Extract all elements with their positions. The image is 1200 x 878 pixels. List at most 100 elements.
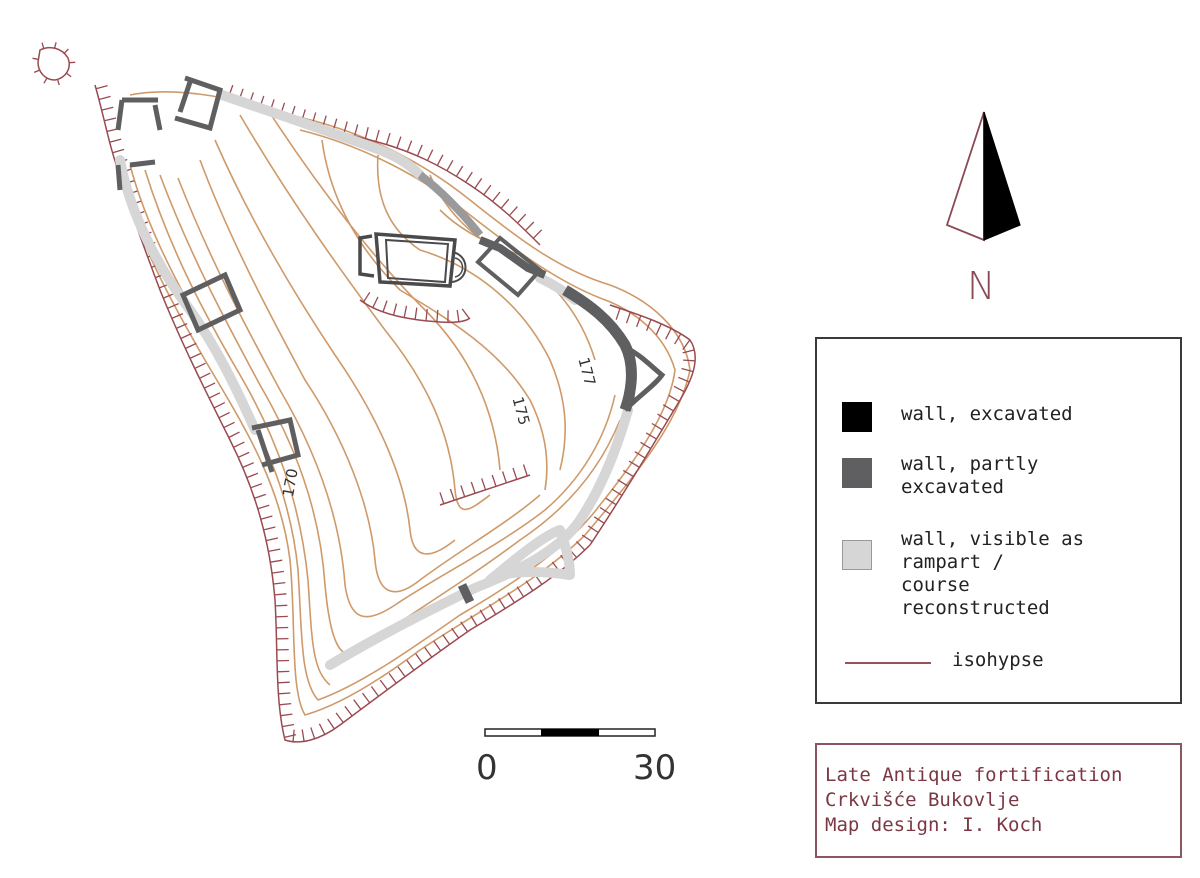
scale-bar [484,728,656,737]
hachure-tick [208,392,221,399]
hachure-tick [327,718,335,730]
hachure-tick [436,309,439,322]
hachure-tick [507,592,515,604]
hachure-tick [491,191,501,202]
hachure-tick [516,586,525,598]
wall-rampart [115,90,633,670]
contour-label-170: 170 [279,467,302,498]
legend-label-partly-excavated: wall, partly excavated [901,453,1039,498]
hachure-tick [651,422,663,431]
hachure-tick [199,372,211,379]
hachure-tick [361,692,371,704]
hachure-tick [460,485,466,498]
hachure-tick [611,488,623,496]
hachure-tick [176,323,188,329]
hachure-tick [98,95,111,101]
hachure-tick [581,534,593,543]
scale-label-start: 0 [476,748,498,788]
legend-swatch-isohypse [845,662,931,664]
hachure-tick [474,178,483,189]
hachure-tick [392,303,398,316]
hachure-tick [522,464,528,477]
hachure-tick [185,342,197,350]
church-ruin [358,232,467,288]
hachure-tick [53,42,57,49]
hachure-tick [682,349,695,354]
legend: wall, excavated wall, partly excavated w… [815,337,1182,704]
title-line-1: Late Antique fortification [825,764,1123,786]
hachure-tick [525,580,534,592]
hachure-tick [498,598,506,609]
hachure-tick [508,206,518,216]
hachure-tick [455,165,464,177]
title-line-2: Crkvišće Bukovlje [825,789,1020,811]
hachure-tick [275,604,288,607]
hachure-tick [461,308,470,319]
hachure-tick [501,471,508,484]
hachure-tick [426,149,434,161]
hachure-tick [33,69,40,74]
hachure-tick [634,451,646,459]
hachure-tick [403,305,408,318]
hachure-ticks [32,42,696,742]
hachure-tick [470,615,478,627]
hachure-tick [101,106,114,111]
hachure-tick [189,352,202,359]
hachure-tick [576,540,586,551]
hachure-tick [310,727,316,740]
legend-label-rampart: wall, visible as rampart / course recons… [901,528,1085,619]
hachure-tick [682,339,691,350]
hachure-tick [674,333,682,345]
hachure-tick [385,132,391,145]
hachure-tick [425,308,428,321]
hachure-tick [95,84,108,90]
hachure-tick [273,581,286,585]
hachure-tick [104,117,117,122]
hachure-tick [213,402,226,409]
hachure-tick [242,462,254,468]
hachure-tick [668,394,680,402]
hachure-tick [655,323,662,336]
hachure-tick [343,121,348,134]
north-arrow-icon [945,111,1021,242]
hachure-tick [625,311,632,324]
hachure-tick [479,609,487,621]
contour-label-177: 177 [574,355,599,387]
hachure-tick [593,516,605,524]
hachure-tick [63,48,69,54]
hachure-tick [41,42,45,49]
hachure-tick [442,634,451,645]
hachure-tick [424,647,433,658]
hachure-tick [433,640,442,652]
hachure-tick [263,526,276,531]
hachure-tick [446,159,454,172]
hachure-tick [275,615,288,618]
hachure-tick [396,136,402,149]
hachure-tick [265,537,279,542]
hachure-tick [56,79,60,86]
hachure-tick [678,376,690,383]
slope-hachures [37,46,696,743]
hachure-tick [260,515,273,520]
hachure-tick [353,124,359,137]
hachure-tick [254,493,267,499]
hachure-tick [233,441,245,448]
legend-swatch-rampart [842,540,872,570]
contour-labels: 170 175 177 [279,355,599,498]
hachure-tick [456,309,460,322]
legend-swatch-excavated [842,402,872,432]
hachure-tick [218,411,230,419]
hachure-tick [451,627,460,639]
hachure-tick [397,666,406,677]
north-label: N [967,264,996,308]
hachure-tick [65,72,72,78]
hachure-tick [237,451,250,458]
hachure-tick [257,504,270,510]
hachure-tick [223,421,235,429]
hachure-tick [163,292,175,299]
hachure-tick [416,144,423,157]
legend-swatch-partly-excavated [842,458,872,488]
hachure-tick [665,328,672,340]
hachure-tick [228,431,240,439]
